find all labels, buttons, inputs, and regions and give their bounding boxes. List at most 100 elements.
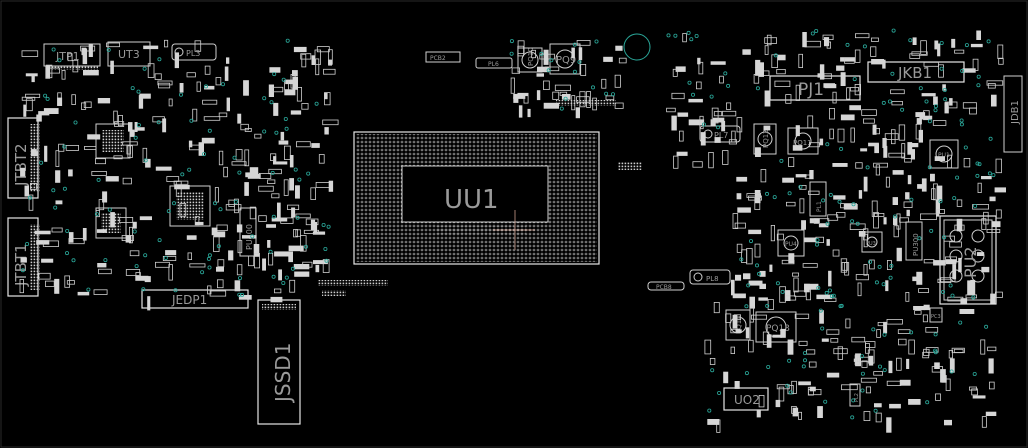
smd-component	[696, 81, 702, 90]
via	[133, 135, 138, 140]
via	[707, 408, 712, 413]
smd-component	[893, 225, 899, 238]
smd-component	[537, 66, 549, 73]
smd-component	[135, 275, 149, 281]
smd-component	[958, 257, 962, 273]
smd-component	[764, 37, 778, 44]
via	[801, 364, 806, 369]
via	[984, 324, 989, 329]
connector-jssd1: JSSD1	[257, 299, 301, 425]
smd-component	[944, 102, 949, 114]
smd-component	[21, 50, 39, 57]
smd-component	[923, 304, 930, 311]
smd-component	[97, 98, 111, 104]
via	[933, 348, 938, 353]
svg-text:PQ13: PQ13	[766, 324, 790, 334]
smd-component	[918, 129, 923, 143]
smd-component	[288, 251, 293, 263]
smd-component	[723, 371, 729, 384]
smd-component	[749, 296, 755, 309]
smd-component	[922, 314, 928, 323]
smd-component	[997, 44, 1004, 60]
smd-component	[118, 115, 123, 127]
smd-component	[292, 70, 298, 77]
via	[206, 256, 211, 261]
smd-component	[267, 240, 271, 248]
smd-component	[174, 52, 179, 69]
chip-ut3: UT3	[107, 41, 151, 67]
via	[773, 53, 778, 58]
smd-component	[942, 84, 946, 91]
via	[187, 167, 192, 172]
via	[250, 234, 255, 239]
smd-component	[840, 258, 848, 273]
smd-component	[885, 280, 889, 292]
smd-component	[129, 129, 135, 137]
smd-component	[688, 98, 703, 103]
via	[881, 282, 886, 287]
smd-component	[858, 231, 866, 237]
smd-component	[95, 158, 107, 165]
via	[539, 51, 544, 56]
via	[785, 383, 790, 388]
via	[594, 39, 599, 44]
chip-left-1	[95, 123, 131, 159]
smd-component	[218, 112, 228, 118]
smd-component	[312, 231, 326, 235]
smd-component	[953, 348, 964, 353]
smd-component	[956, 199, 963, 207]
smd-component	[923, 61, 939, 67]
via	[976, 83, 981, 88]
via	[306, 171, 311, 176]
smd-component	[890, 89, 905, 95]
smd-component	[760, 169, 767, 183]
smd-component	[921, 178, 927, 192]
smd-component	[163, 39, 169, 48]
smd-component	[125, 235, 132, 243]
svg-text:PL8: PL8	[706, 275, 719, 283]
via	[268, 249, 273, 254]
smd-component	[68, 169, 73, 177]
via	[509, 51, 514, 56]
via	[973, 203, 978, 208]
smd-component	[948, 349, 954, 359]
via	[827, 288, 832, 293]
smd-component	[234, 280, 241, 292]
via	[203, 84, 208, 89]
via	[200, 270, 205, 275]
smd-component	[934, 362, 940, 369]
smd-component	[87, 134, 101, 140]
smd-component	[922, 351, 930, 359]
via	[933, 104, 938, 109]
via	[710, 368, 715, 373]
smd-component	[20, 167, 26, 177]
via	[73, 120, 78, 125]
smd-component	[258, 172, 272, 179]
via	[272, 72, 277, 77]
smd-component	[310, 187, 316, 200]
smd-component	[777, 54, 786, 61]
smd-component	[795, 174, 807, 178]
via	[860, 371, 865, 376]
smd-component	[114, 121, 125, 127]
smd-component	[819, 310, 824, 324]
smd-component	[311, 143, 320, 148]
smd-component	[81, 102, 87, 110]
via	[798, 184, 803, 189]
smd-component	[735, 274, 742, 281]
smd-component	[289, 279, 296, 293]
via	[779, 158, 784, 163]
smd-component	[775, 399, 781, 408]
smd-component	[291, 207, 296, 218]
via	[942, 88, 947, 93]
smd-component	[113, 155, 123, 160]
smd-component	[289, 178, 294, 191]
smd-component	[869, 259, 875, 270]
smd-component	[798, 53, 803, 68]
smd-component	[941, 375, 947, 383]
smd-component	[930, 173, 935, 182]
via	[882, 368, 887, 373]
smd-component	[315, 58, 320, 76]
via	[39, 160, 44, 165]
svg-text:PL2: PL2	[854, 393, 860, 402]
